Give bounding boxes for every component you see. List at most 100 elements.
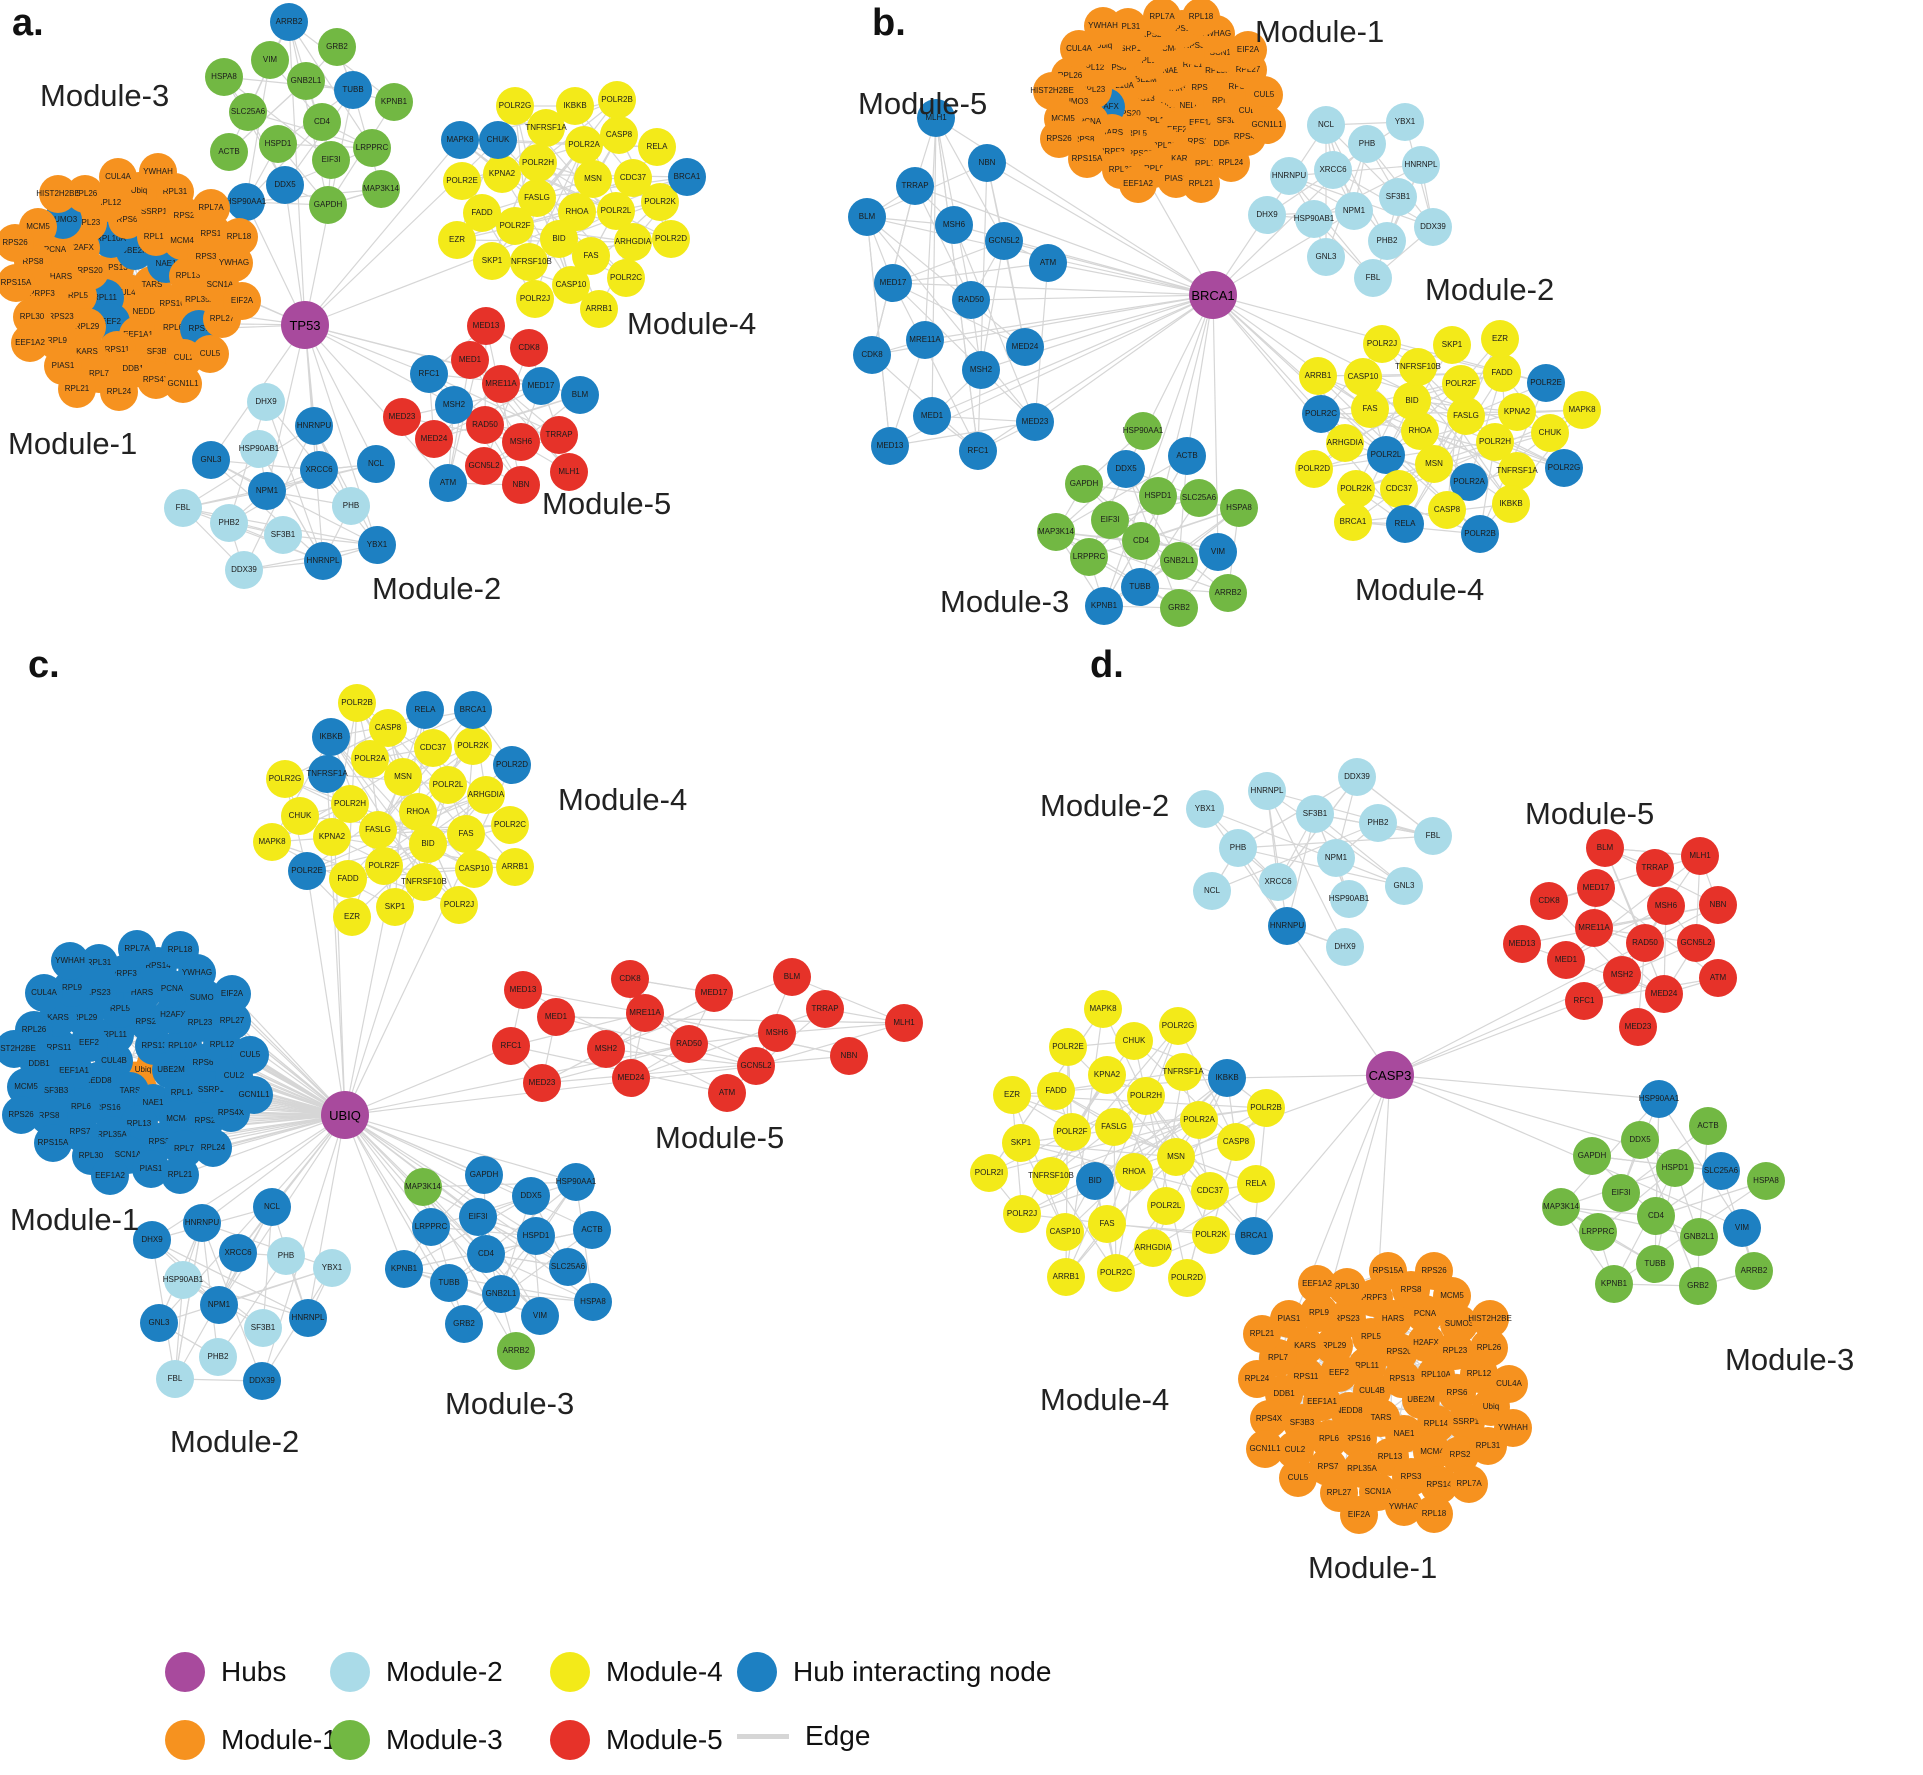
- hub-node: UBIQ: [321, 1091, 369, 1139]
- edge: [1313, 164, 1422, 220]
- protein-node-label: RFC1: [500, 1041, 522, 1050]
- protein-node-label: POLR2G: [1547, 463, 1581, 472]
- protein-node: EZR: [1481, 320, 1519, 358]
- protein-node-label: SSRP1: [140, 207, 168, 216]
- protein-node-label: POLR2J: [443, 900, 475, 909]
- edge: [1113, 1126, 1117, 1274]
- edge: [377, 709, 474, 831]
- protein-node-label: HSP90AB1: [1293, 214, 1335, 223]
- protein-node: POLR2J: [1363, 325, 1401, 363]
- protein-node: PHB: [1348, 125, 1386, 163]
- protein-node-label: TUBB: [438, 1278, 460, 1287]
- protein-node-label: MED23: [1624, 1022, 1652, 1031]
- protein-node-label: MLH1: [893, 1018, 915, 1027]
- protein-node: RFC1: [1565, 982, 1603, 1020]
- protein-node: GCN5L2: [465, 447, 503, 485]
- protein-node-label: YWHAH: [1498, 1423, 1528, 1432]
- protein-node-label: POLR2J: [1006, 1209, 1038, 1218]
- protein-node-label: EZR: [1492, 334, 1508, 343]
- protein-node: DDX5: [1621, 1121, 1659, 1159]
- protein-node: HSP90AB1: [1293, 200, 1335, 238]
- protein-node-label: EEF1A2: [95, 1171, 125, 1180]
- protein-node-label: MED13: [1508, 939, 1536, 948]
- protein-node-label: HSP90AA1: [555, 1177, 597, 1186]
- protein-node: FASLG: [1095, 1108, 1133, 1146]
- protein-node-label: GNL3: [1315, 252, 1337, 261]
- module-label: Module-1: [10, 1202, 140, 1237]
- legend-edge-swatch: [737, 1733, 789, 1739]
- protein-node: BRCA1: [668, 158, 706, 196]
- protein-node-label: ARRB1: [501, 862, 529, 871]
- protein-node: EEF1A2: [1298, 1265, 1336, 1303]
- edge: [866, 216, 1026, 348]
- edge: [403, 1268, 541, 1317]
- protein-node-label: CUL5: [1253, 90, 1275, 99]
- protein-node-label: RHOA: [406, 807, 430, 816]
- legend-color-swatch: [550, 1652, 590, 1692]
- edge: [1034, 294, 1214, 423]
- protein-node-label: RPS15A: [37, 1138, 69, 1147]
- edge: [1266, 790, 1288, 927]
- edge: [1186, 294, 1214, 457]
- protein-node-label: SSRP1: [1452, 1417, 1480, 1426]
- protein-node-label: DHX9: [255, 397, 277, 406]
- protein-node-label: MED17: [700, 988, 728, 997]
- protein-node-label: RPL11: [1355, 1361, 1379, 1370]
- protein-node-label: NCL: [1203, 886, 1220, 895]
- protein-node: GCN1L1: [235, 1076, 273, 1114]
- protein-node-label: SF3B3: [1289, 1418, 1315, 1427]
- protein-node-label: DDX39: [231, 565, 257, 574]
- protein-node-label: RPS4X: [217, 1108, 245, 1117]
- module-label: Module-1: [1255, 14, 1385, 49]
- protein-node: CHUK: [1115, 1022, 1153, 1060]
- protein-node-label: MAP3K14: [1037, 527, 1075, 536]
- protein-node-label: POLR2J: [519, 294, 551, 303]
- legend-color-swatch: [165, 1720, 205, 1760]
- protein-node: ARRB1: [496, 848, 534, 886]
- protein-node-label: EIF3I: [1611, 1188, 1631, 1197]
- protein-node-label: GRB2: [326, 42, 348, 51]
- protein-node-label: RPS15A: [0, 278, 32, 287]
- edge: [306, 870, 346, 1116]
- edge: [1655, 1098, 1660, 1217]
- protein-node-label: HSP90AA1: [1122, 426, 1164, 435]
- edge: [892, 282, 979, 452]
- protein-node-label: MED13: [876, 441, 904, 450]
- protein-node-label: ARRB1: [585, 304, 613, 313]
- protein-node-label: EEF1A1: [1307, 1397, 1337, 1406]
- edge: [1204, 808, 1405, 887]
- protein-node: ARRB1: [1299, 357, 1337, 395]
- protein-node-label: YWHAH: [55, 956, 85, 965]
- protein-node-label: GAPDH: [1069, 479, 1099, 488]
- protein-node-label: CHUK: [1122, 1036, 1146, 1045]
- legend-item: Edge: [737, 1720, 870, 1752]
- protein-node: ATM: [429, 464, 467, 502]
- protein-node: FADD: [1483, 354, 1521, 392]
- protein-node-label: MSN: [394, 772, 412, 781]
- edge: [201, 1114, 346, 1224]
- protein-node-label: GCN5L2: [1680, 938, 1712, 947]
- module-label: Module-4: [1040, 1382, 1170, 1417]
- protein-node: POLR2F: [1442, 365, 1480, 403]
- protein-node-label: MAP3K14: [404, 1182, 442, 1191]
- module-label: Module-5: [858, 86, 988, 121]
- legend-label: Module-2: [386, 1656, 503, 1687]
- protein-node: SLC25A6: [1702, 1152, 1740, 1190]
- edge: [448, 1181, 577, 1284]
- protein-node-label: VIM: [532, 1311, 548, 1320]
- protein-node: POLR2B: [1461, 515, 1499, 553]
- edge: [1211, 822, 1379, 892]
- protein-node-label: MSH6: [942, 220, 966, 229]
- protein-node: RPL18: [161, 931, 199, 969]
- edge: [1389, 1074, 1743, 1229]
- protein-node: MED13: [467, 307, 505, 345]
- protein-node: POLR2B: [1247, 1089, 1285, 1127]
- protein-node: PHB: [332, 487, 370, 525]
- protein-node-label: PCNA: [160, 984, 184, 993]
- edge: [344, 1114, 537, 1237]
- protein-node-label: KPNB1: [380, 97, 408, 106]
- edge: [892, 282, 1214, 296]
- protein-node-label: RPL6: [1318, 1434, 1339, 1443]
- protein-node-label: HSPD1: [1144, 491, 1172, 500]
- protein-node-label: PCNA: [1413, 1309, 1437, 1318]
